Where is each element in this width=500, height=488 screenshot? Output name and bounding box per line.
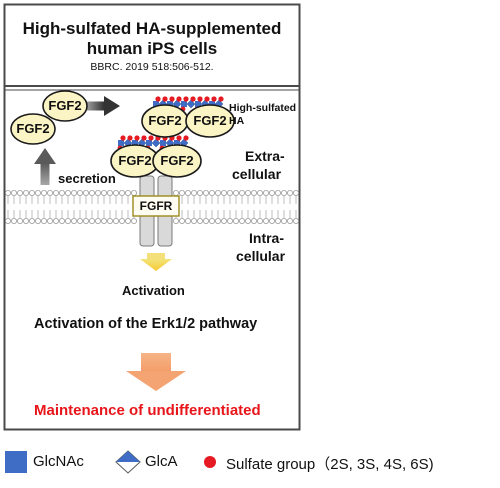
- fgf2-receptor-bound-right: [152, 144, 202, 178]
- maintenance-arrow: [126, 353, 186, 391]
- fgf2-ha-bound-right: [185, 104, 235, 138]
- fgf2-receptor-bound-left: [110, 144, 160, 178]
- binding-arrow: [84, 96, 120, 116]
- fgfr-label-box: [132, 195, 180, 217]
- cell-membrane: [5, 189, 299, 224]
- fgf2-ha-bound-left: [141, 104, 189, 138]
- fgf2-free-top: [42, 90, 88, 122]
- secretion-arrow: [34, 148, 56, 185]
- legend-sulfate-dot: [204, 456, 216, 468]
- ha-chain-middle: [117, 135, 189, 151]
- activation-arrow: [140, 253, 172, 271]
- legend-glca-diamond: [115, 450, 141, 474]
- legend-glcnac-square: [5, 451, 27, 473]
- fgf2-free-left: [10, 113, 56, 145]
- fgfr-receptor: [132, 175, 180, 247]
